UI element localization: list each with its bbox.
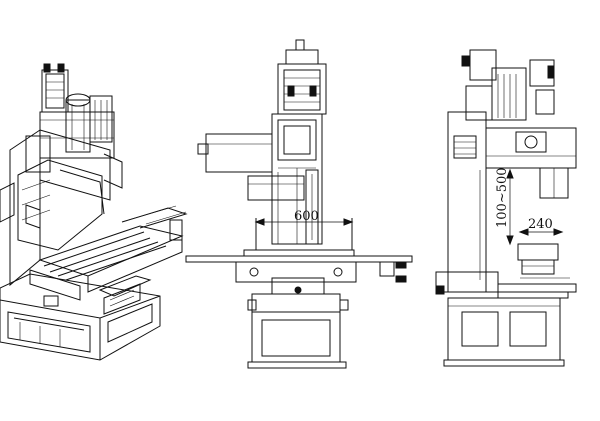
side-travel-label: 100~500 — [495, 167, 510, 228]
side-motor — [461, 49, 555, 121]
iso-motor-stack — [25, 63, 115, 173]
side-dimension-240: 240 — [518, 217, 564, 236]
iso-column — [0, 129, 123, 287]
side-view: 100~500 240 — [435, 49, 577, 367]
side-table — [435, 243, 577, 299]
side-depth-label: 240 — [528, 217, 553, 232]
front-column — [271, 113, 323, 245]
side-dimension-travel: 100~500 — [495, 167, 514, 246]
isometric-view — [0, 63, 188, 361]
front-base — [247, 293, 349, 369]
front-width-label: 600 — [294, 209, 319, 224]
side-column — [447, 111, 487, 293]
side-head — [485, 127, 577, 199]
front-view: 600 — [185, 39, 413, 369]
front-dimension-600: 600 — [254, 209, 354, 226]
iso-base — [0, 273, 161, 361]
front-head-arm — [197, 133, 305, 201]
side-base — [443, 297, 565, 367]
front-spindle-motor — [277, 39, 327, 115]
front-table — [185, 255, 413, 295]
iso-table — [29, 205, 188, 315]
